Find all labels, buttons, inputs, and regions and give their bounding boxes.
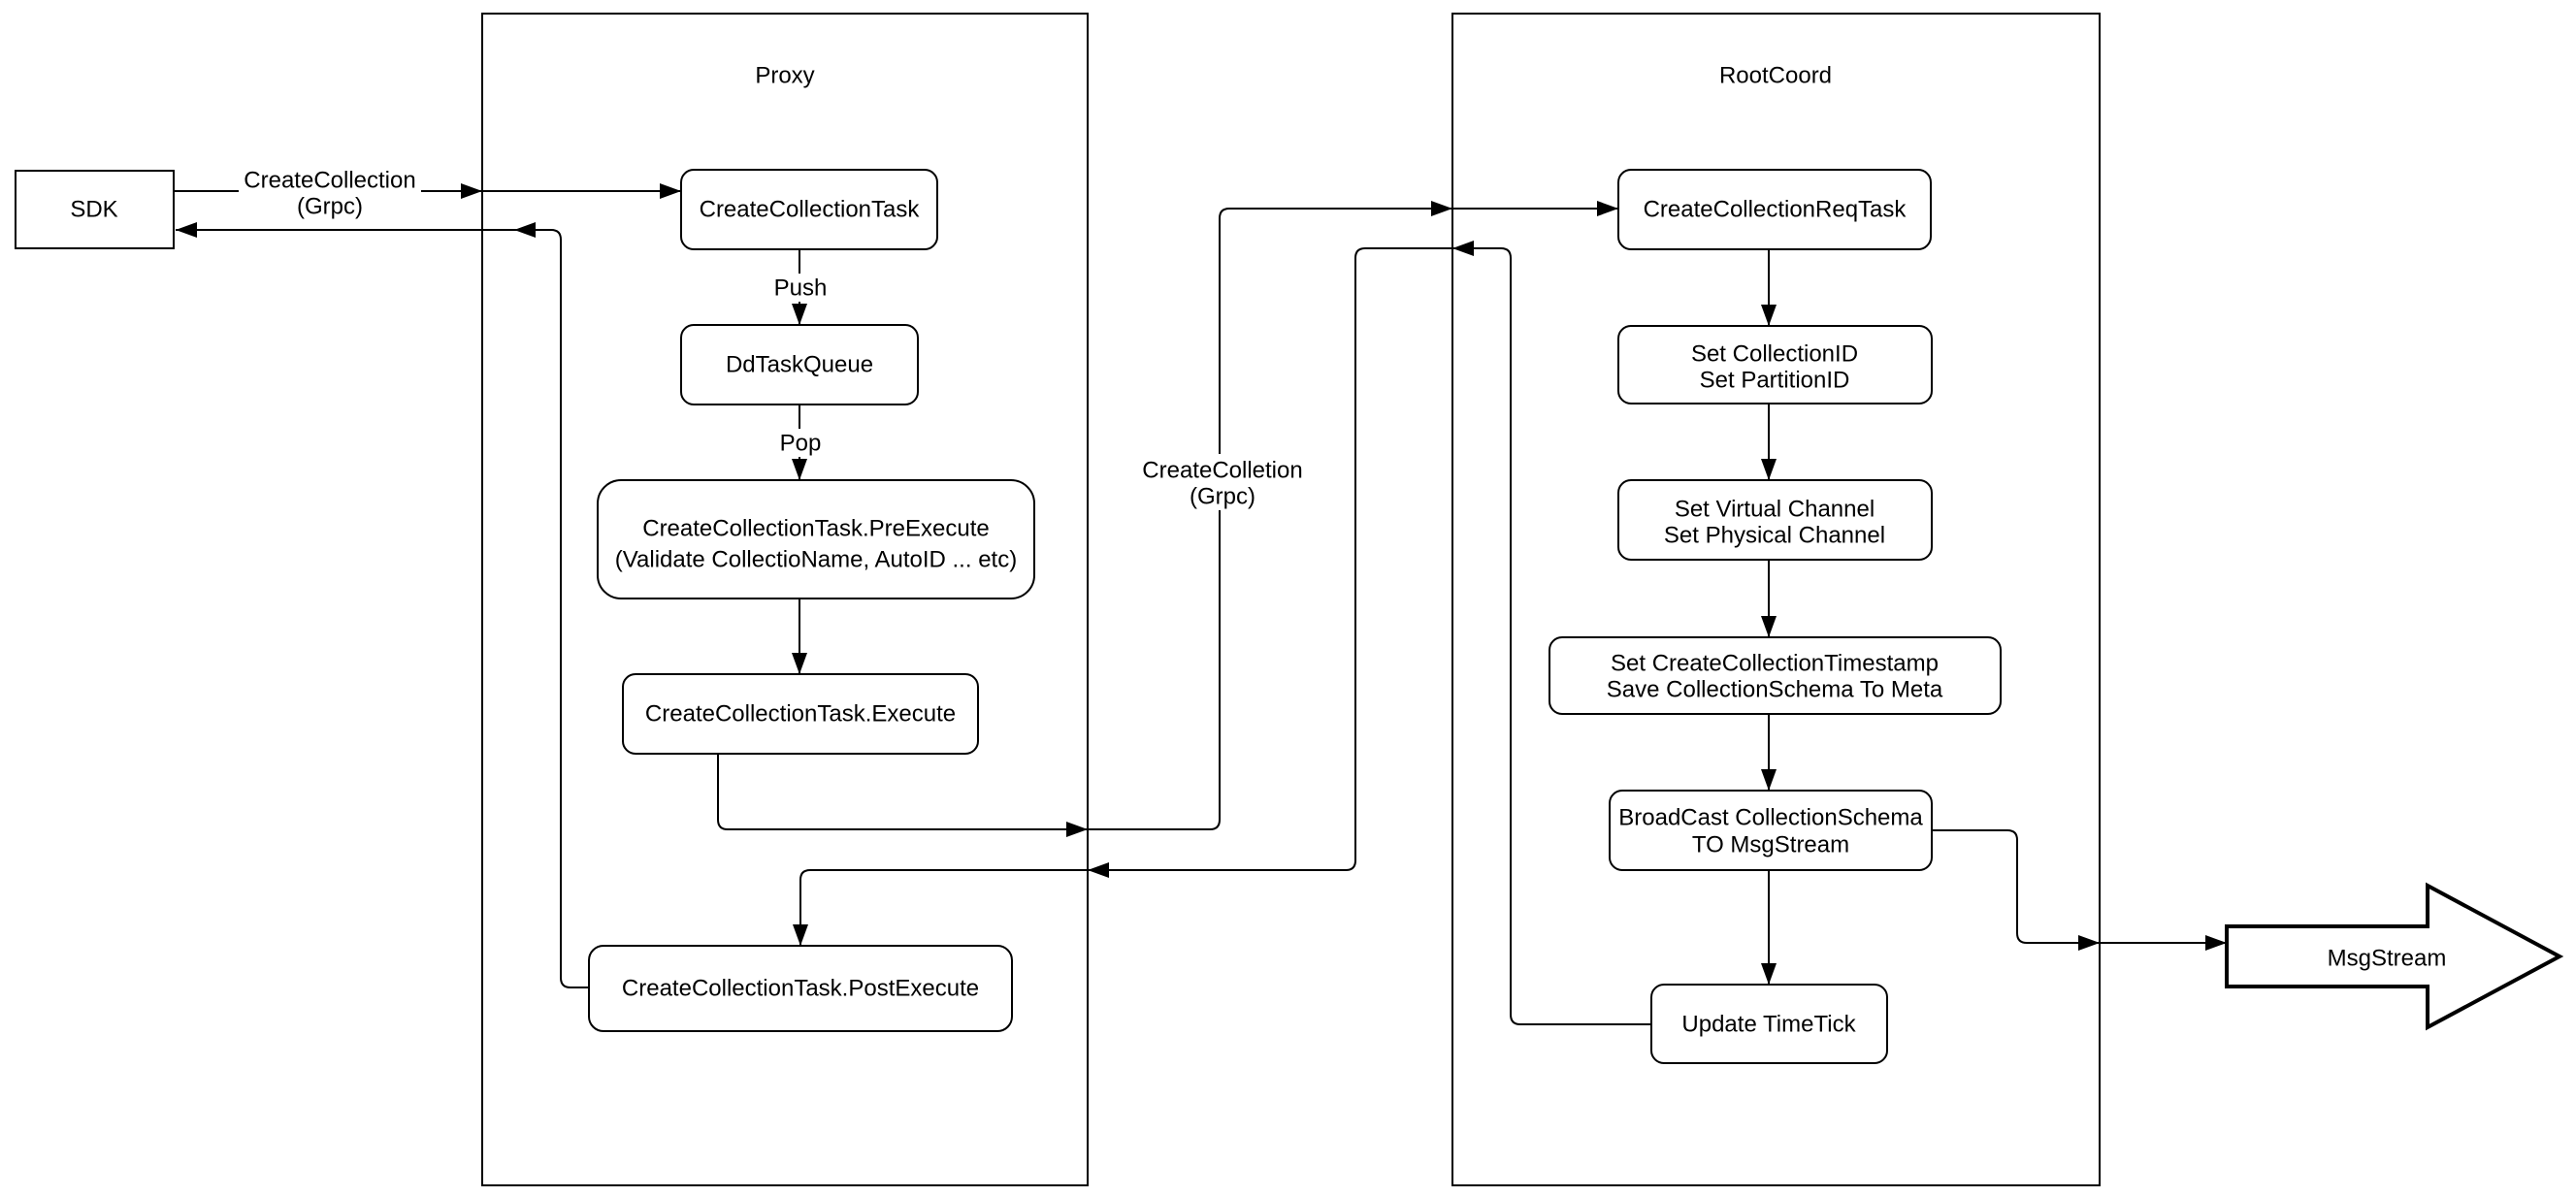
node-label: Set CreateCollectionTimestamp [1611,651,1939,677]
arrowhead [2205,935,2227,951]
node-label: CreateCollectionTask.PostExecute [622,976,979,1002]
node-label: Update TimeTick [1681,1012,1856,1038]
node-box [622,673,979,755]
edge-postexecute-to-sdk [176,229,589,988]
arrowhead [1452,241,1474,256]
rootcoord-container [1451,13,2101,1186]
node-update-timetick: Update TimeTick [1650,984,1888,1064]
node-box [588,945,1013,1032]
edge-label-bg [771,429,830,457]
arrowhead [1431,201,1452,216]
edge-label-grpc-request: CreateColletion (Grpc) [1129,454,1316,510]
arrowhead [793,924,808,946]
node-msgstream: MsgStream [2225,882,2564,1031]
arrowhead [1066,822,1088,837]
node-label: CreateCollectionReqTask [1644,197,1908,223]
edge-label-bg [1129,454,1316,510]
node-box [680,169,938,250]
node-label: TO MsgStream [1692,832,1849,858]
arrowhead [2078,935,2100,951]
msgstream-block-arrow [2225,882,2564,1031]
edge-label-push: Push [768,274,832,302]
node-label: BroadCast CollectionSchema [1618,805,1923,831]
node-label: DdTaskQueue [726,352,873,378]
edge-label-text: (Grpc) [297,194,363,220]
node-label: CreateCollectionTask.Execute [645,701,956,728]
node-box [1650,984,1888,1064]
edge-label-text: Push [774,275,828,302]
node-set-collection-id: Set CollectionID Set PartitionID [1617,325,1933,404]
arrowhead [1088,862,1109,878]
node-set-channels: Set Virtual Channel Set Physical Channel [1617,479,1933,561]
node-box [1549,636,2002,715]
edge-execute-to-reqtask [717,208,1618,830]
node-execute: CreateCollectionTask.Execute [622,673,979,755]
node-label: SDK [70,197,117,223]
arrowhead [1761,616,1777,637]
node-label: CreateCollectionTask.PreExecute [642,516,990,542]
edge-label-bg [239,165,421,219]
node-broadcast: BroadCast CollectionSchema TO MsgStream [1609,790,1933,871]
arrowhead [792,653,807,674]
arrowhead [1761,305,1777,326]
node-label: Set Physical Channel [1664,523,1885,549]
edge-label-bg [768,274,832,302]
node-box [1617,479,1933,561]
node-dd-task-queue: DdTaskQueue [680,324,919,405]
node-box [15,170,175,249]
edge-label-pop: Pop [771,429,830,457]
node-box [1609,790,1933,871]
edge-broadcast-to-msgstream [1932,829,2227,944]
node-label: (Validate CollectioName, AutoID ... etc) [615,547,1017,573]
arrowhead [514,222,536,238]
proxy-container [481,13,1089,1186]
node-label: Set PartitionID [1700,368,1850,394]
node-sdk: SDK [15,170,175,249]
rootcoord-container-title: RootCoord [1719,63,1832,89]
arrowhead [1761,459,1777,480]
edge-label-text: (Grpc) [1190,484,1255,510]
node-set-timestamp: Set CreateCollectionTimestamp Save Colle… [1549,636,2002,715]
node-post-execute: CreateCollectionTask.PostExecute [588,945,1013,1032]
arrowhead [1597,201,1618,216]
edge-label-text: CreateColletion [1142,458,1302,484]
edge-label-text: Pop [780,431,822,457]
node-label: Save CollectionSchema To Meta [1607,677,1943,703]
node-label: Set CollectionID [1691,341,1858,368]
node-box [597,479,1035,599]
arrowhead [660,183,681,199]
node-pre-execute: CreateCollectionTask.PreExecute (Validat… [597,479,1035,599]
node-create-collection-req-task: CreateCollectionReqTask [1617,169,1932,250]
arrowhead [461,183,482,199]
node-box [680,324,919,405]
arrowhead [792,304,807,325]
node-label: MsgStream [2328,946,2447,972]
arrowhead [792,459,807,480]
node-label: CreateCollectionTask [700,197,921,223]
node-create-collection-task: CreateCollectionTask [680,169,938,250]
arrowhead [1761,769,1777,791]
node-box [1617,169,1932,250]
proxy-container-title: Proxy [755,63,814,89]
edge-label-sdk-request: CreateCollection (Grpc) [239,165,421,220]
edge-updatetimetick-to-postexecute [799,247,1651,1025]
arrowhead [176,222,197,238]
arrowhead [1761,963,1777,985]
edge-label-text: CreateCollection [244,168,415,194]
node-label: Set Virtual Channel [1675,497,1875,523]
node-box [1617,325,1933,404]
